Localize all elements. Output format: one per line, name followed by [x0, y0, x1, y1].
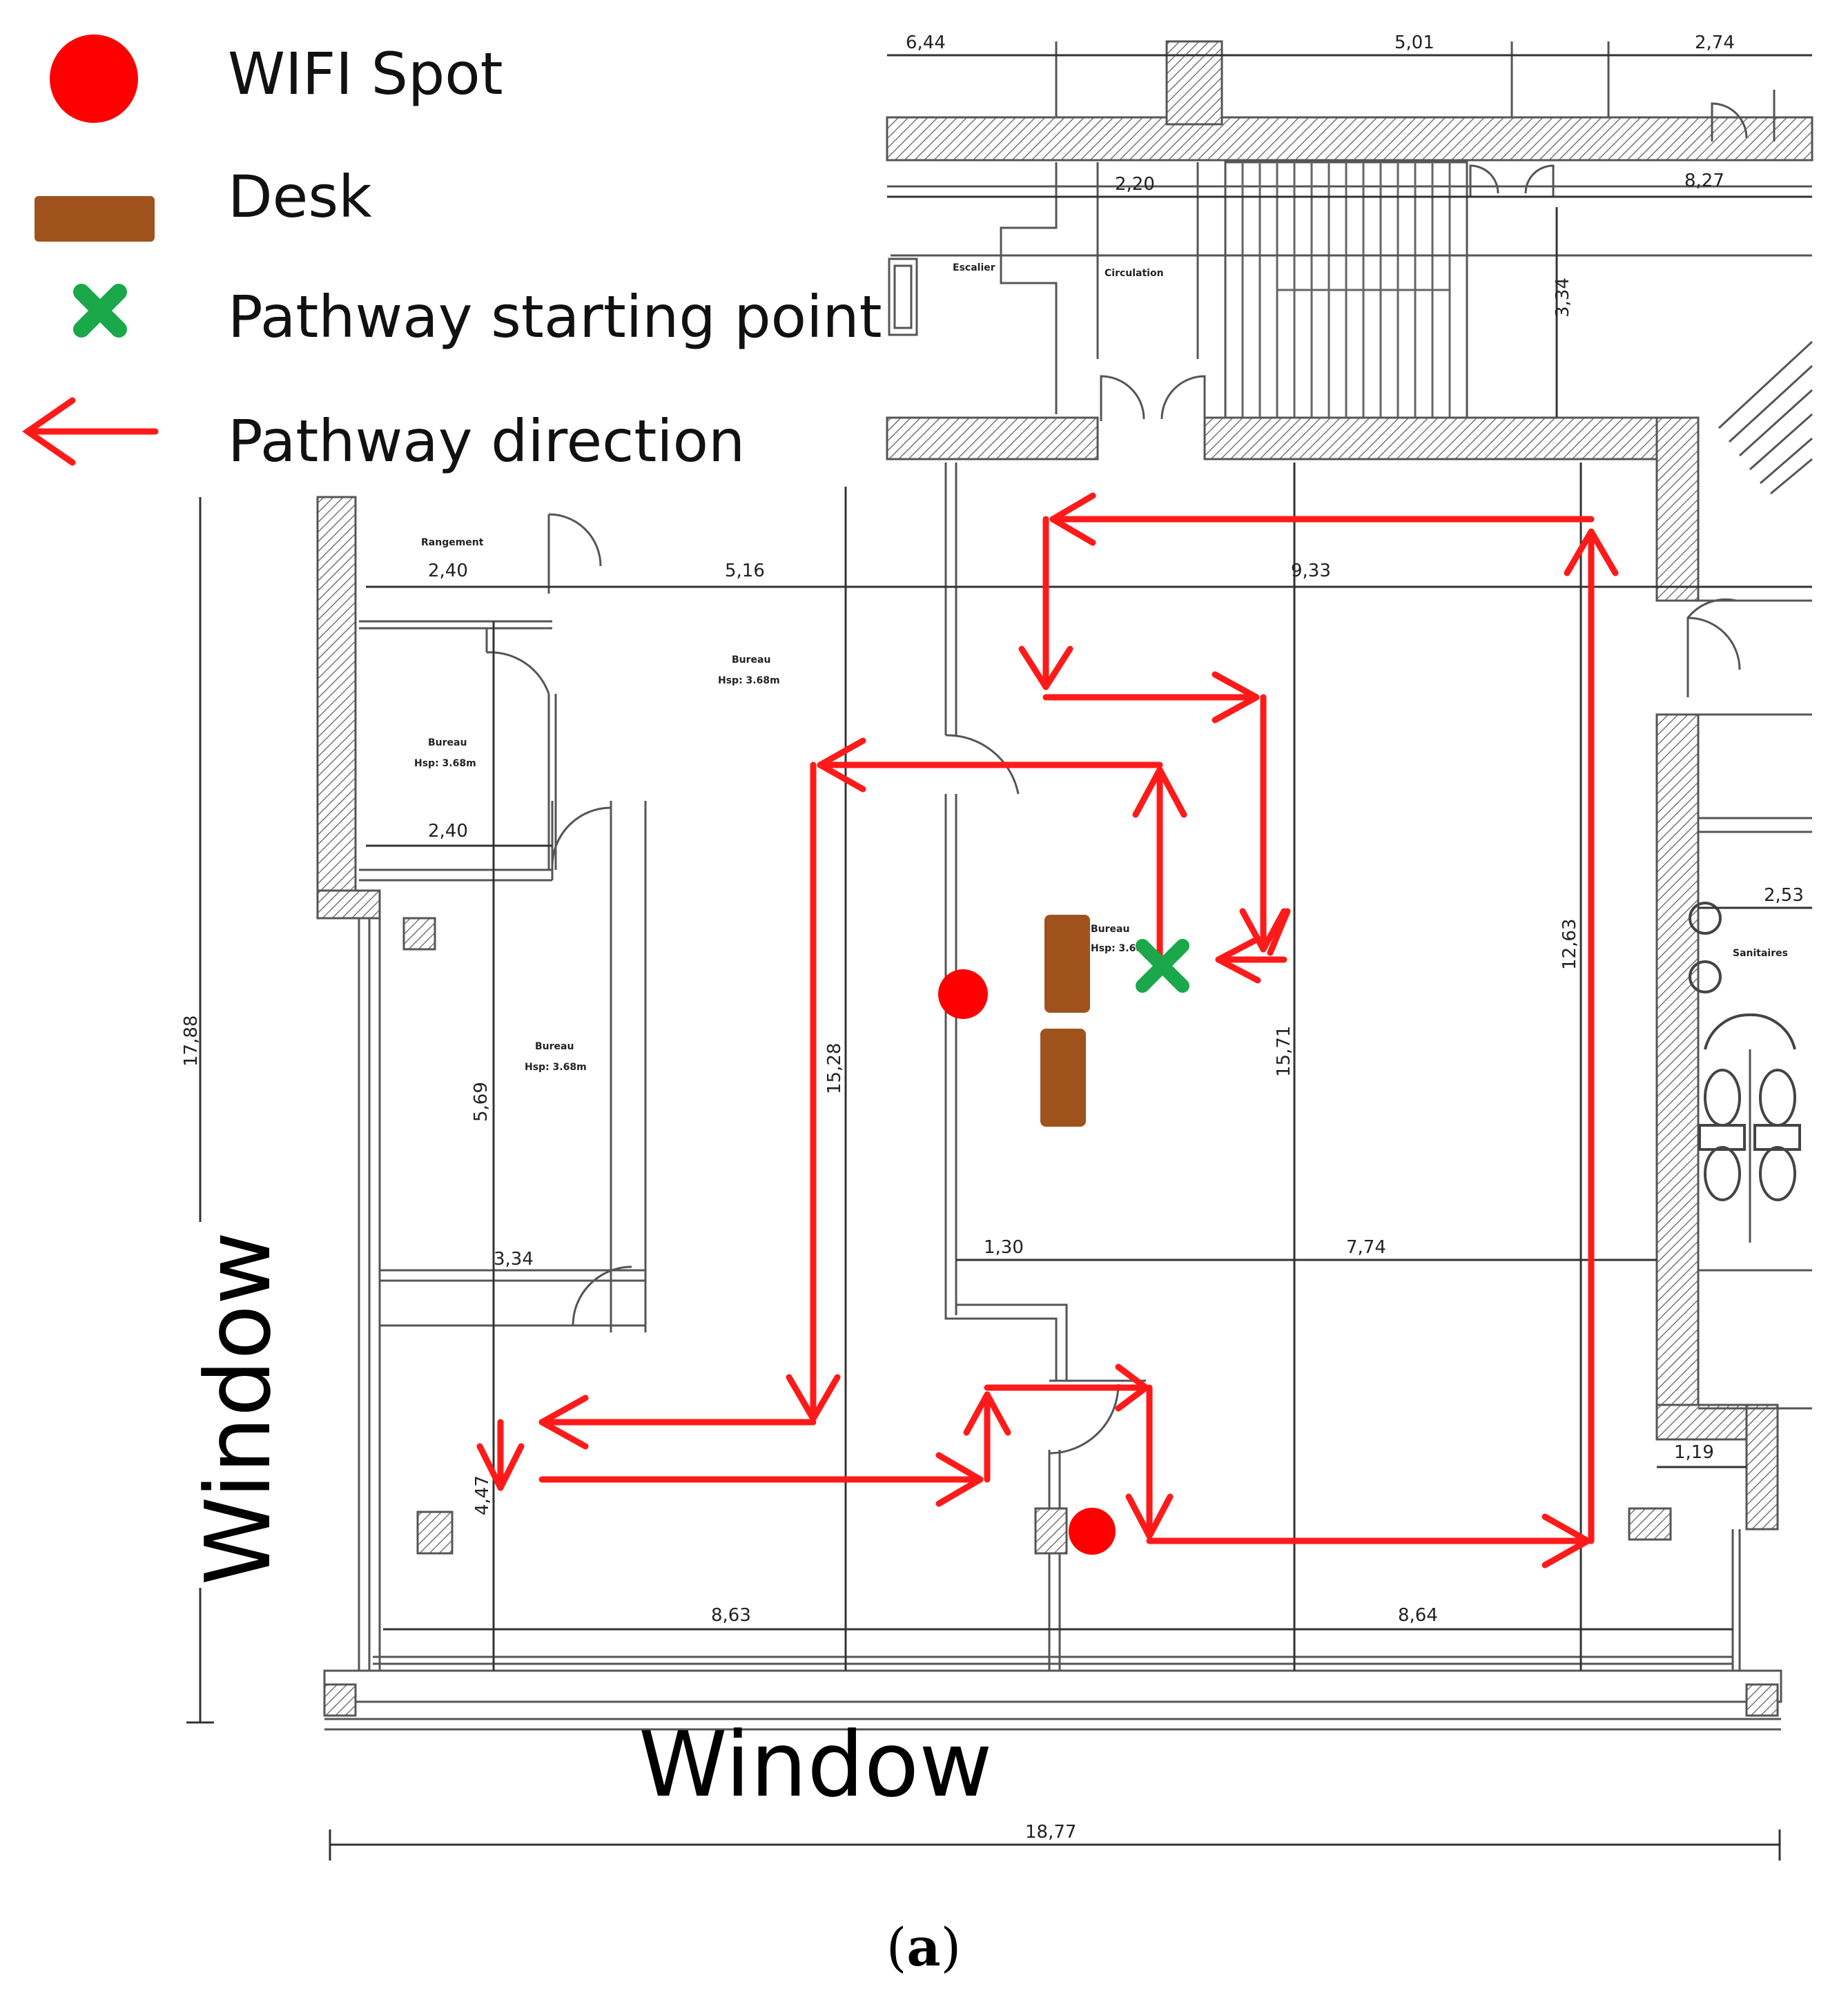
- dimension-lines: [186, 54, 1812, 1861]
- legend-symbols: [22, 284, 159, 466]
- window-label-left: Window: [186, 1231, 291, 1586]
- column: [402, 917, 436, 951]
- room-label: Hsp: 3.68m: [525, 1062, 587, 1073]
- dim-label: 9,33: [1291, 561, 1331, 581]
- column: [416, 1511, 454, 1555]
- column: [1034, 1507, 1068, 1555]
- arrow-left-icon: [22, 397, 159, 466]
- legend-start: Pathway starting point: [0, 264, 897, 360]
- wifi-spots: [938, 969, 1116, 1555]
- desk-icon: [35, 196, 155, 242]
- room-label: Bureau: [1091, 924, 1129, 935]
- toilets: [1689, 902, 1801, 1201]
- dim-label: 3,34: [1553, 278, 1573, 318]
- wall-right: [1655, 416, 1700, 602]
- dim-label: 2,40: [428, 821, 468, 842]
- legend-wifi-label: WIFI Spot: [228, 40, 503, 108]
- dim-label: 18,77: [1025, 1822, 1076, 1843]
- wifi-spot: [938, 969, 988, 1019]
- wall-upper-band: [886, 416, 1099, 460]
- arrow-head: [786, 1374, 841, 1422]
- column: [1628, 1507, 1672, 1541]
- arrow-head: [1212, 671, 1260, 724]
- pathway: [476, 492, 1619, 1569]
- dim-label: 1,19: [1674, 1442, 1714, 1463]
- upper-wall-top: [886, 116, 1813, 162]
- legend-start-label: Pathway starting point: [228, 283, 882, 351]
- legend-desk: Desk: [0, 144, 897, 242]
- legend-direction-label: Pathway direction: [228, 407, 746, 475]
- arrow-head: [538, 1395, 589, 1450]
- dim-label: 2,20: [1115, 174, 1155, 195]
- wall-left: [316, 496, 357, 913]
- dim-label: 15,71: [1274, 1026, 1294, 1077]
- window-label-bottom: Window: [639, 1712, 993, 1817]
- arrow-head: [1049, 492, 1096, 546]
- dim-label: 4,47: [472, 1475, 493, 1515]
- room-label: Sanitaires: [1733, 948, 1788, 959]
- legend-direction: Pathway direction: [0, 388, 897, 485]
- dim-label: 8,64: [1398, 1605, 1438, 1626]
- room-label: Bureau: [428, 737, 467, 748]
- room-label: Bureau: [732, 654, 770, 666]
- outer-stair: [1718, 340, 1813, 495]
- arrow-head: [1125, 1493, 1174, 1540]
- dim-label: 2,53: [1764, 885, 1804, 906]
- legend-wifi: WIFI Spot: [0, 21, 897, 123]
- dim-label: 5,69: [471, 1082, 492, 1122]
- arrow-head: [1239, 908, 1287, 953]
- dim-label: 15,28: [824, 1043, 845, 1094]
- dim-label: 2,74: [1695, 32, 1735, 53]
- wifi-spot: [1069, 1508, 1116, 1555]
- arrow-head: [817, 737, 866, 793]
- arrow-head: [1018, 645, 1073, 690]
- room-label: Escalier: [953, 262, 995, 273]
- start-marker: [1136, 939, 1189, 993]
- dim-label: 1,30: [984, 1237, 1024, 1258]
- wifi-spot-icon: [50, 35, 138, 123]
- arrow-head: [1541, 1513, 1591, 1569]
- main-floor: [316, 416, 1812, 1731]
- dim-label: 3,34: [494, 1249, 534, 1270]
- room-label: Hsp: 3.68m: [414, 758, 476, 769]
- dim-label: 17,88: [181, 1016, 202, 1067]
- desk: [1040, 1029, 1086, 1127]
- dim-label: 8,63: [711, 1605, 751, 1626]
- arrow-head: [1132, 766, 1187, 818]
- arrow-head: [476, 1443, 525, 1491]
- dim-label: 7,74: [1346, 1237, 1386, 1258]
- dimension-labels: 6,44 5,01 2,74 2,20 8,27 3,34 2,40 5,16 …: [181, 32, 1804, 1843]
- dim-label: 2,40: [428, 561, 468, 581]
- arrow-head: [963, 1391, 1011, 1436]
- start-legend-icon: [73, 284, 127, 338]
- arrow-head: [1215, 935, 1261, 984]
- legend-desk-label: Desk: [228, 163, 372, 231]
- dim-label: 12,63: [1559, 919, 1580, 970]
- arrow-head: [1115, 1363, 1149, 1412]
- room-label: Hsp: 3.68m: [718, 675, 780, 686]
- stair-steps: [1241, 162, 1451, 418]
- desks: [1040, 915, 1090, 1127]
- dim-label: 6,44: [906, 32, 946, 53]
- figure-caption: (a): [886, 1916, 962, 1978]
- room-label: Bureau: [535, 1041, 574, 1052]
- room-label: Rangement: [421, 537, 484, 548]
- desk: [1044, 915, 1090, 1013]
- arrow-head: [1564, 528, 1619, 576]
- caption-letter: a: [906, 1916, 941, 1978]
- room-label: Circulation: [1105, 268, 1164, 279]
- arrow-head: [935, 1452, 984, 1507]
- dim-label: 8,27: [1684, 171, 1724, 191]
- upper-wall-pillar: [1165, 40, 1223, 126]
- window-wall-bottom: [323, 1669, 1782, 1703]
- dim-label: 5,01: [1394, 32, 1434, 53]
- dim-label: 5,16: [725, 561, 765, 581]
- room-labels: Escalier Circulation Rangement Bureau Hs…: [414, 262, 1788, 1073]
- room-label: Hsp: 3.68: [1091, 943, 1142, 954]
